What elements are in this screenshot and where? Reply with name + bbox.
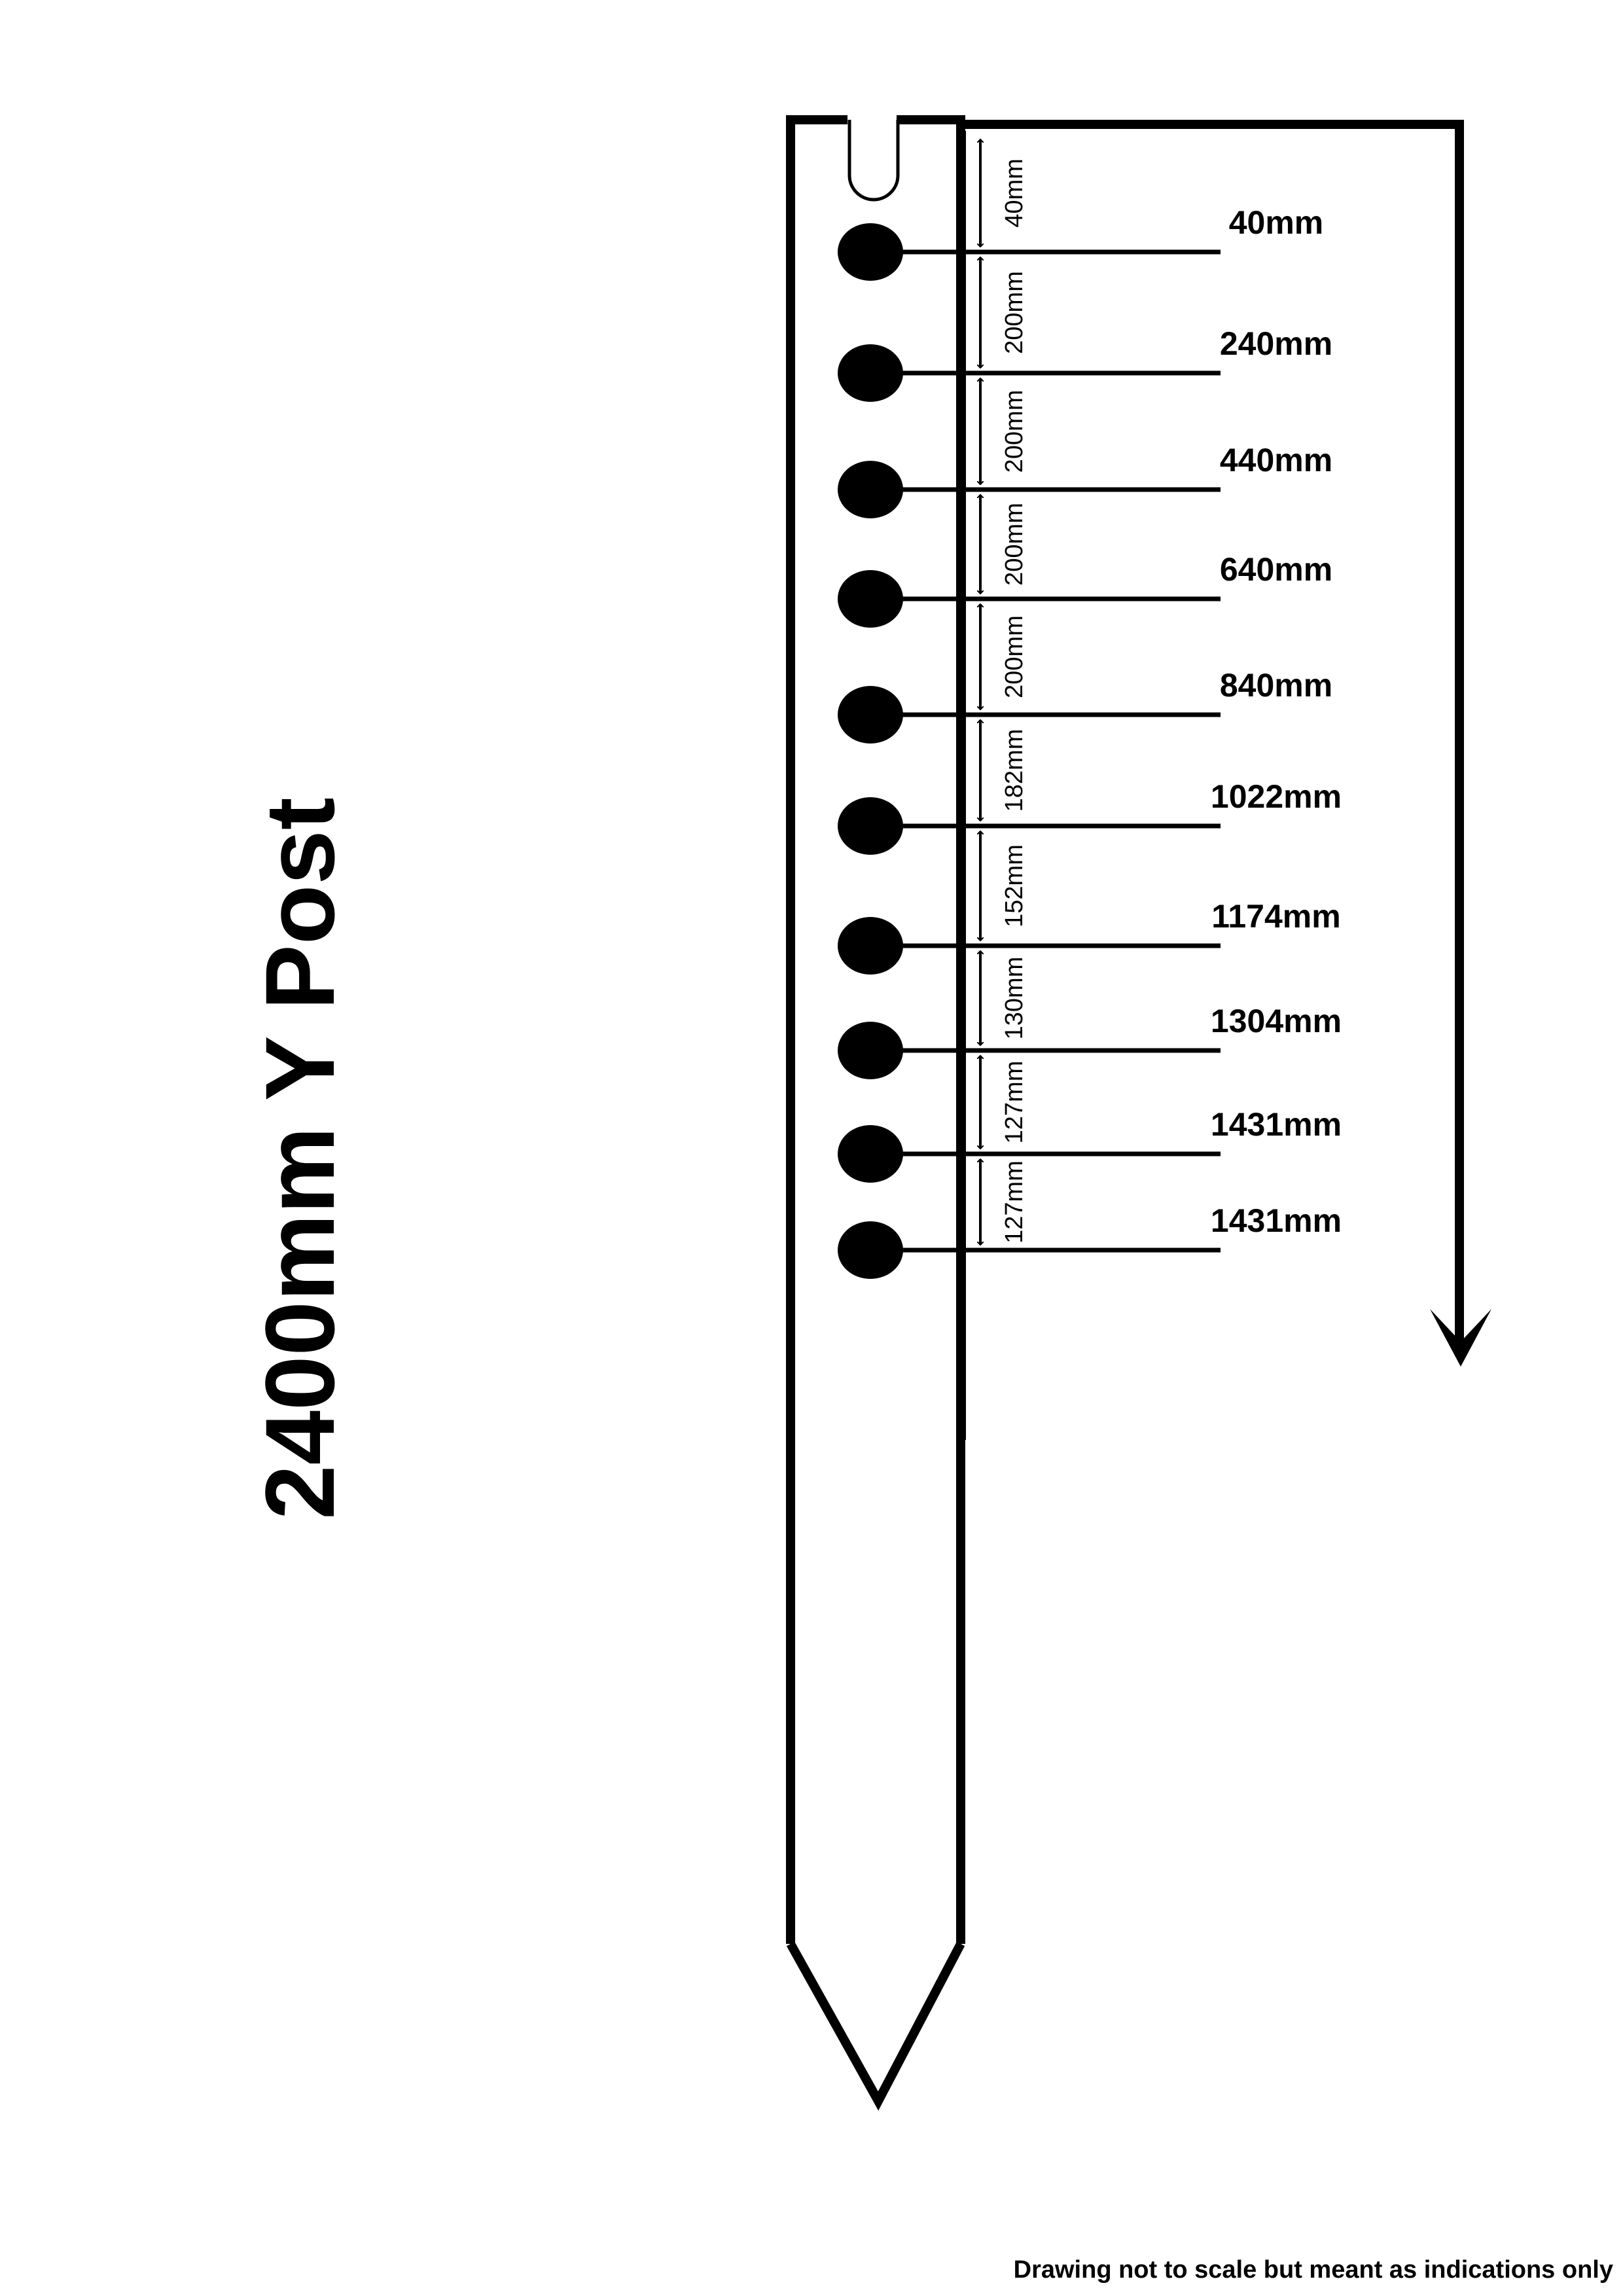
gap-dimension: 200mm — [980, 257, 1028, 368]
top-slot — [847, 120, 900, 202]
hole-marker: 40mm — [838, 204, 1323, 281]
hole-marker: 840mm — [838, 667, 1332, 744]
arrow-down-icon — [1430, 1309, 1491, 1367]
post-left-edge — [786, 115, 847, 1944]
gap-label: 200mm — [1001, 390, 1028, 473]
post-spike — [786, 1941, 965, 2111]
post-right-edge — [897, 115, 965, 1944]
gap-label: 200mm — [1001, 615, 1028, 698]
hole-markers: 40mm 240mm 440mm 640mm 840mm 1022mm 1174mm 1304… — [838, 204, 1342, 1279]
gap-label: 40mm — [1001, 158, 1028, 228]
hole — [838, 461, 903, 518]
gap-dimension: 130mm — [980, 951, 1028, 1045]
hole-marker: 1431mm — [838, 1202, 1342, 1279]
gap-dimension: 127mm — [980, 1159, 1028, 1245]
hole — [838, 570, 903, 628]
gap-dimension: 127mm — [980, 1056, 1028, 1149]
hole — [838, 344, 903, 402]
hole-position-label: 840mm — [1220, 667, 1332, 704]
hole — [838, 1221, 903, 1279]
gap-dimension: 152mm — [980, 831, 1028, 941]
gap-dimension: 40mm — [980, 139, 1028, 247]
hole-position-label: 1022mm — [1211, 778, 1342, 815]
hole-position-label: 640mm — [1220, 551, 1332, 588]
hole — [838, 1125, 903, 1183]
hole-position-label: 1174mm — [1211, 898, 1340, 935]
hole-position-label: 1431mm — [1211, 1106, 1342, 1143]
hole-position-label: 240mm — [1220, 325, 1332, 362]
post-title: 2400mm Y Post — [245, 797, 355, 1519]
gap-label: 152mm — [1001, 844, 1028, 927]
gap-dimension: 200mm — [980, 604, 1028, 709]
hole-position-label: 40mm — [1229, 204, 1324, 241]
hole-marker: 1431mm — [838, 1106, 1342, 1183]
hole-marker: 240mm — [838, 325, 1332, 402]
hole-position-label: 1304mm — [1211, 1003, 1342, 1039]
gap-dimension: 200mm — [980, 495, 1028, 594]
hole — [838, 223, 903, 281]
gap-label: 130mm — [1001, 957, 1028, 1040]
footnote: Drawing not to scale but meant as indica… — [1014, 2256, 1613, 2284]
gap-dimensions: 40mm 200mm 200mm 200mm 200mm 182mm 152mm 130mm 1… — [980, 139, 1028, 1245]
gap-label: 182mm — [1001, 729, 1028, 812]
gap-label: 127mm — [1001, 1061, 1028, 1144]
hole-position-label: 1431mm — [1211, 1202, 1342, 1239]
gap-dimension: 200mm — [980, 378, 1028, 484]
hole — [838, 917, 903, 975]
post-outline — [786, 115, 965, 2111]
hole — [838, 686, 903, 744]
hole-position-label: 440mm — [1220, 442, 1332, 478]
gap-label: 200mm — [1001, 503, 1028, 586]
gap-label: 200mm — [1001, 271, 1028, 354]
hole-marker: 640mm — [838, 551, 1332, 628]
hole-marker: 440mm — [838, 442, 1332, 518]
hole-marker: 1174mm — [838, 898, 1341, 975]
total-length-arrow — [962, 120, 1491, 1367]
hole — [838, 797, 903, 855]
hole-marker: 1022mm — [838, 778, 1342, 855]
hole-marker: 1304mm — [838, 1003, 1342, 1079]
gap-label: 127mm — [1001, 1160, 1028, 1244]
hole — [838, 1022, 903, 1079]
gap-dimension: 182mm — [980, 720, 1028, 821]
